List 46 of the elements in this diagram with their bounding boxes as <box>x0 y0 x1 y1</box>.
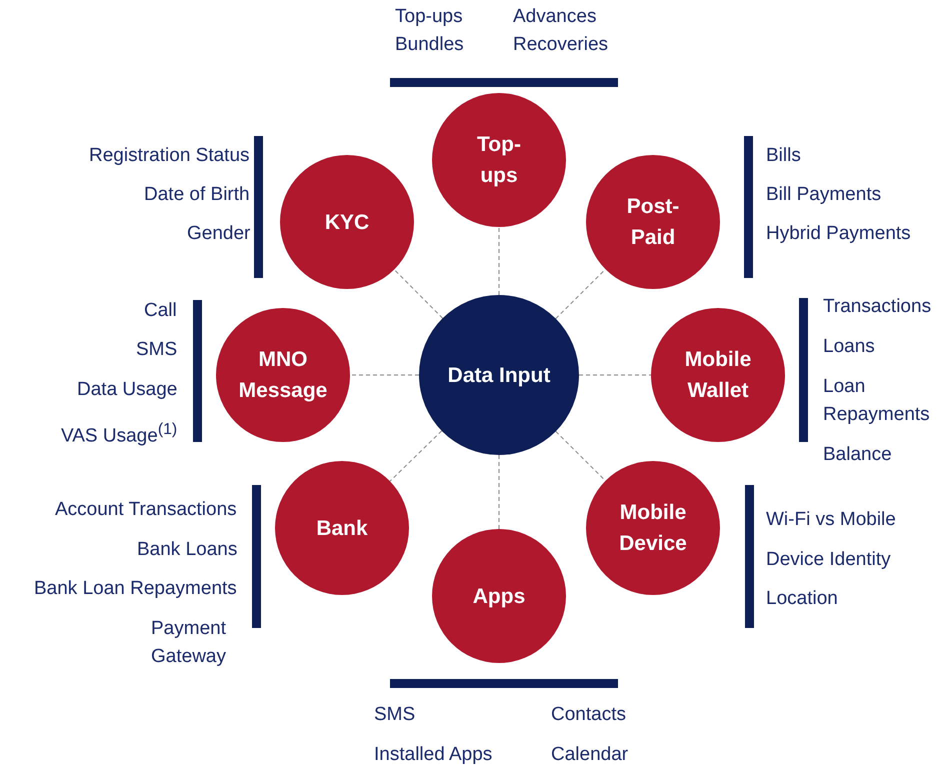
list-item: Installed Apps <box>374 743 492 767</box>
list-item: Gender <box>187 222 250 246</box>
category-circle: Top-ups <box>432 93 566 227</box>
list-item: Wi-Fi vs Mobile <box>766 508 896 532</box>
list-item: Transactions <box>823 295 932 319</box>
connector-line <box>350 374 420 376</box>
list-item: Device Identity <box>766 548 891 572</box>
category-circle: Mobile Device <box>586 461 720 595</box>
list-item: Bill Payments <box>766 183 882 207</box>
list-item: Advances <box>513 5 596 29</box>
connector-line <box>498 454 500 530</box>
list-item: Bank Loans <box>137 538 238 562</box>
category-circle: MNO Message <box>216 308 350 442</box>
category-circle: Bank <box>275 461 409 595</box>
list-item: Location <box>766 587 838 611</box>
list-item: Top-ups <box>395 5 463 29</box>
category-circle: Apps <box>432 529 566 663</box>
connector-line <box>555 430 606 482</box>
list-item: Recoveries <box>513 33 608 57</box>
list-item: Bank Loan Repayments <box>34 577 237 601</box>
category-circle: Mobile Wallet <box>651 308 785 442</box>
category-circle: Data Input <box>419 295 579 455</box>
list-item: Data Usage <box>77 378 178 402</box>
list-item: Loans <box>823 335 875 359</box>
category-circle: Post-Paid <box>586 155 720 289</box>
list-item: SMS <box>374 703 416 727</box>
list-item: Hybrid Payments <box>766 222 911 246</box>
list-item: Account Transactions <box>55 498 237 522</box>
connector-line <box>389 430 442 482</box>
connector-line <box>555 268 606 320</box>
connector-line <box>578 374 652 376</box>
list-item: Bills <box>766 144 801 168</box>
connector-line <box>394 269 444 319</box>
list-item: SMS <box>136 338 178 362</box>
list-item: Bundles <box>395 33 464 57</box>
list-item: Call <box>144 299 177 323</box>
list-item: Contacts <box>551 703 626 727</box>
list-item: Balance <box>823 443 892 467</box>
list-item: Calendar <box>551 743 628 767</box>
list-item: Loan Repayments <box>823 375 931 427</box>
connector-line <box>498 226 500 296</box>
list-item: Payment Gateway <box>151 617 227 669</box>
list-item: Registration Status <box>89 144 250 168</box>
list-item: VAS Usage$^{(1)}$ <box>61 420 178 448</box>
list-item: Date of Birth <box>144 183 250 207</box>
category-circle: KYC <box>280 155 414 289</box>
